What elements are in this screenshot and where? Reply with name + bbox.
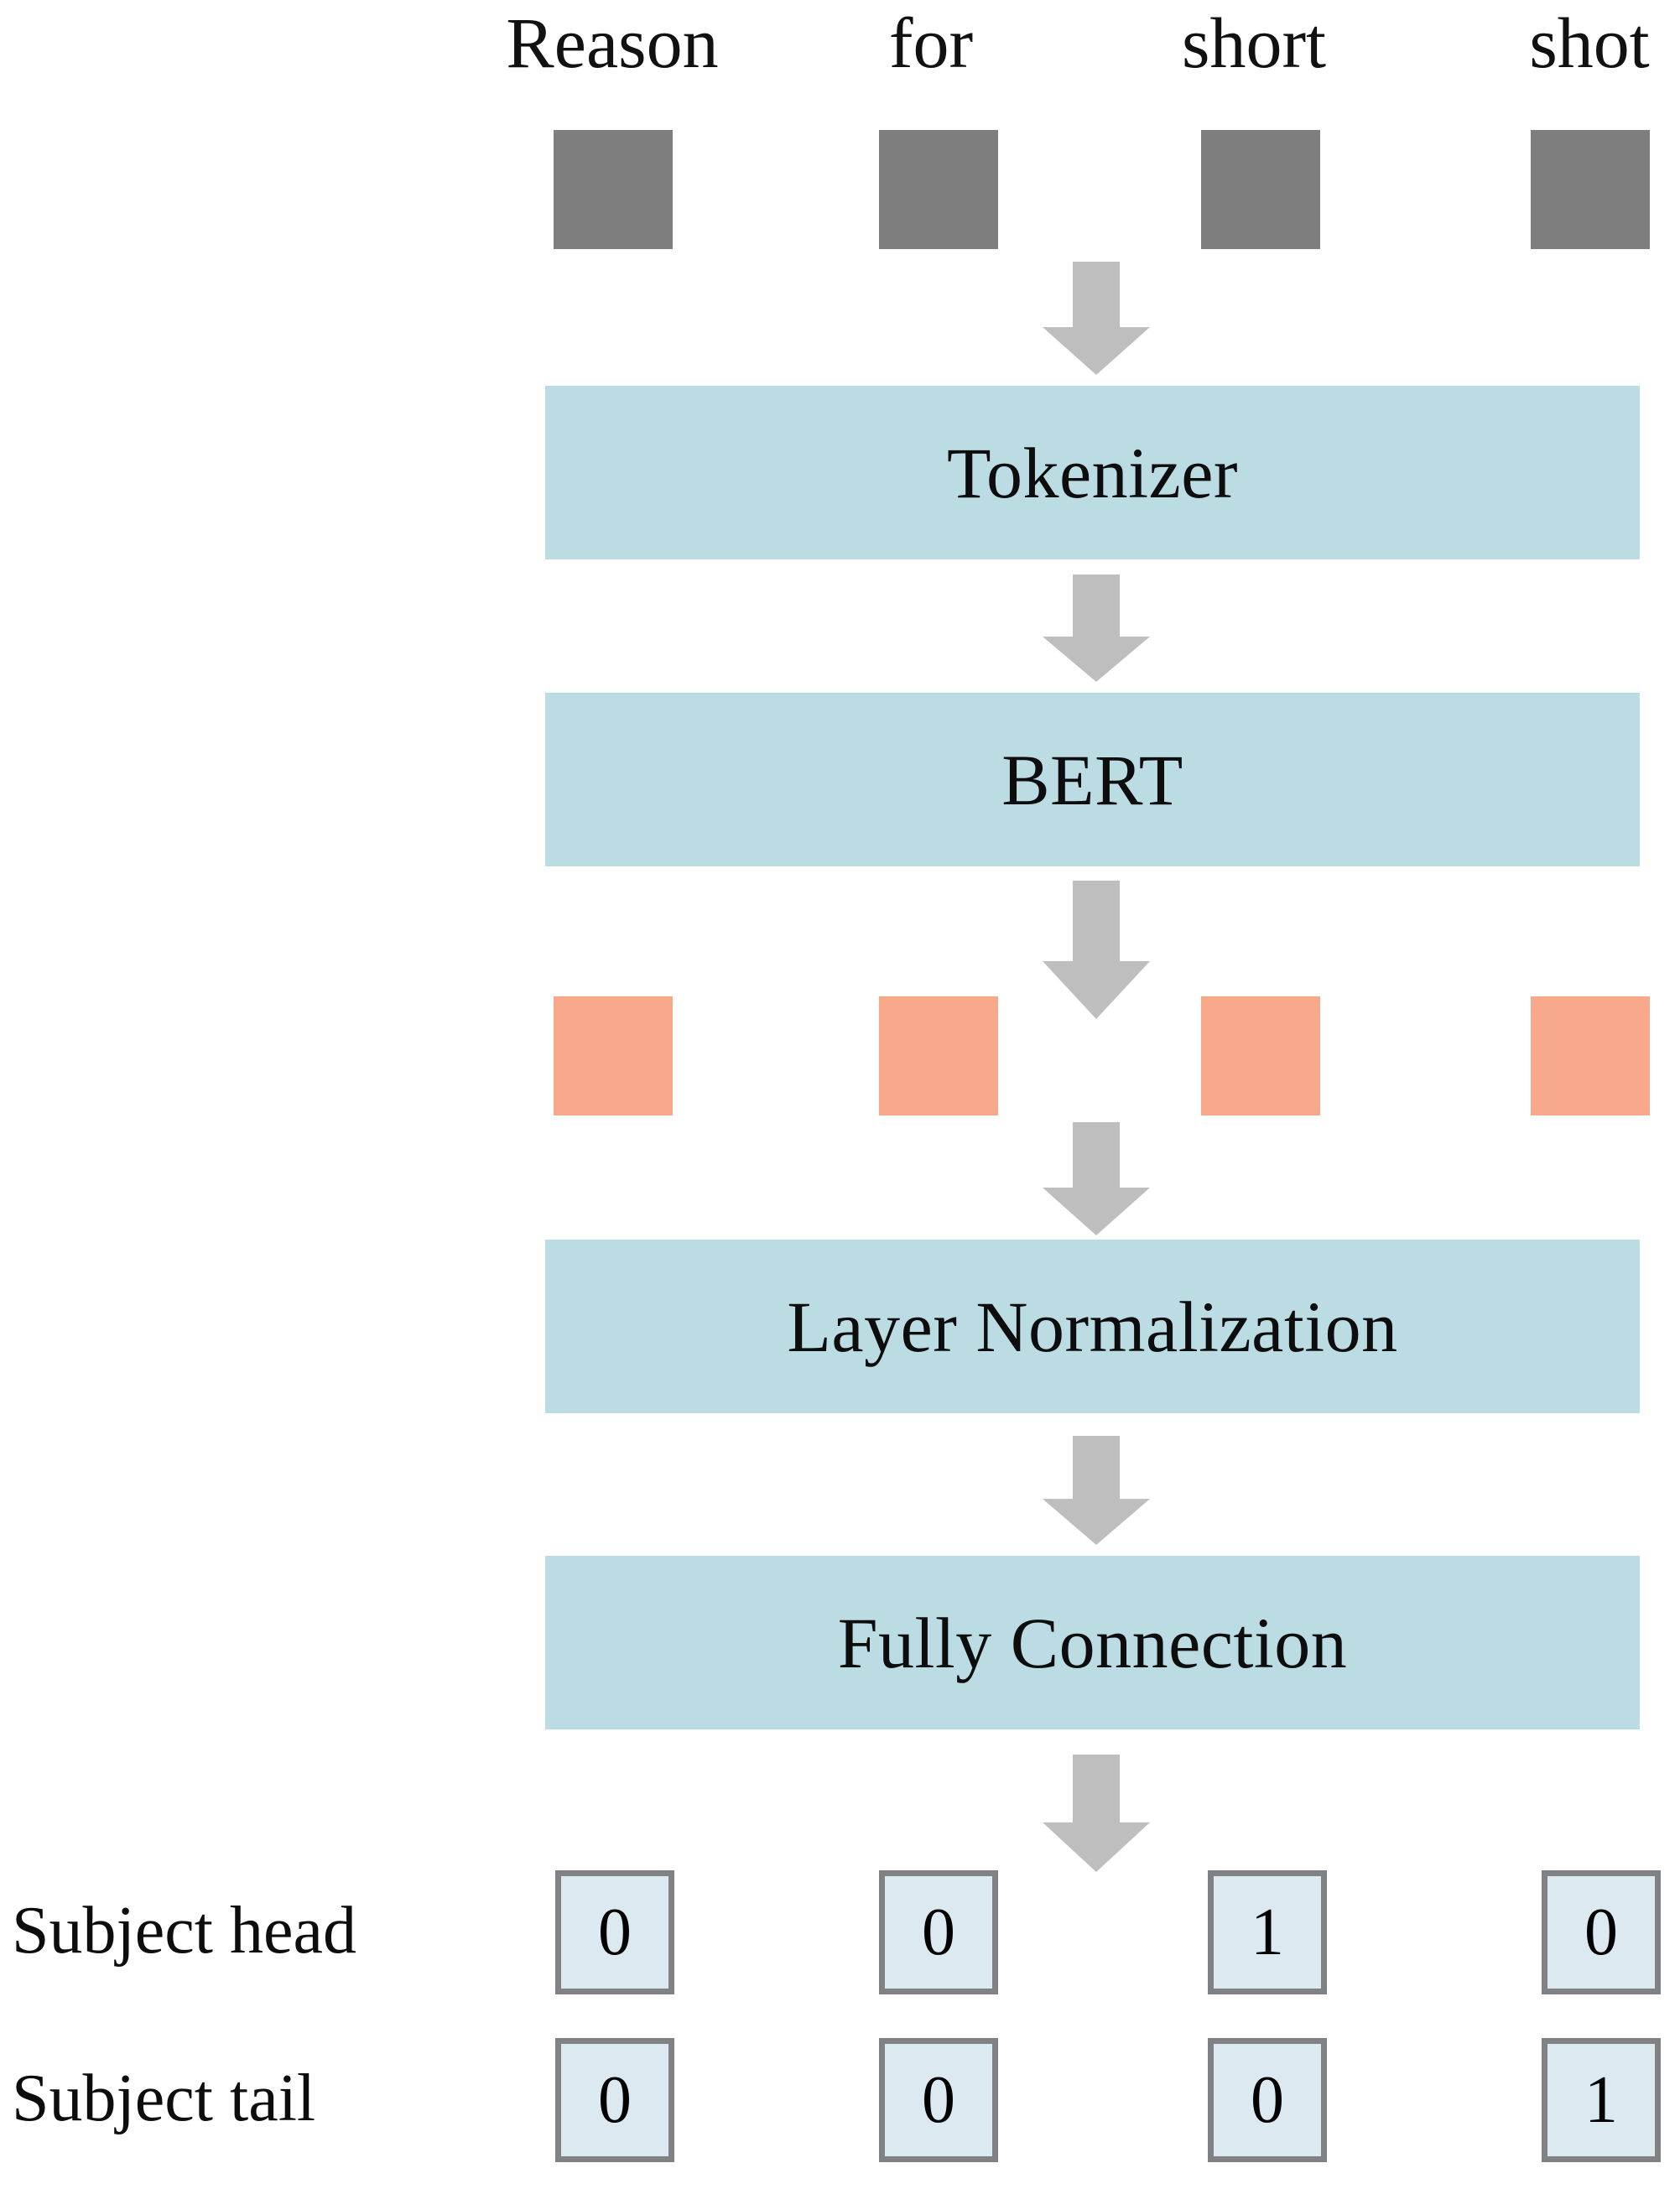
token-label-0: Reason xyxy=(506,3,719,83)
process-box-bert: BERT xyxy=(545,693,1640,866)
process-box-tokenizer-label: Tokenizer xyxy=(946,432,1239,513)
down-block-arrow-icon-4 xyxy=(1043,1122,1150,1235)
down-block-arrow-icon-5 xyxy=(1043,1436,1150,1545)
down-block-arrow-icon-6 xyxy=(1043,1755,1150,1872)
output-cell-head-0: 0 xyxy=(555,1870,674,1994)
down-block-arrow-icon-3 xyxy=(1043,881,1150,1019)
token-square-3 xyxy=(1531,130,1650,249)
output-cell-head-1-value: 0 xyxy=(922,1895,955,1969)
output-cell-tail-2-value: 0 xyxy=(1251,2063,1284,2137)
output-cell-tail-3: 1 xyxy=(1542,2038,1661,2162)
process-box-fully-connection: Fully Connection xyxy=(545,1556,1640,1729)
down-block-arrow-icon-2 xyxy=(1043,575,1150,682)
embedding-square-1 xyxy=(879,996,998,1115)
process-box-fully-connection-label: Fully Connection xyxy=(837,1602,1348,1683)
process-box-bert-label: BERT xyxy=(1001,739,1183,820)
token-square-2 xyxy=(1201,130,1320,249)
embedding-square-3 xyxy=(1531,996,1650,1115)
embedding-square-0 xyxy=(554,996,673,1115)
output-cell-head-1: 0 xyxy=(879,1870,998,1994)
token-label-1: for xyxy=(888,3,974,83)
token-label-3: shot xyxy=(1529,3,1650,83)
output-cell-head-2: 1 xyxy=(1208,1870,1327,1994)
down-block-arrow-icon-1 xyxy=(1043,262,1150,375)
token-label-2: short xyxy=(1182,3,1326,83)
process-box-layer-normalization-label: Layer Normalization xyxy=(787,1286,1398,1367)
output-cell-head-2-value: 1 xyxy=(1251,1895,1284,1969)
output-cell-tail-3-value: 1 xyxy=(1584,2063,1618,2137)
process-box-tokenizer: Tokenizer xyxy=(545,386,1640,559)
token-square-1 xyxy=(879,130,998,249)
output-cell-tail-0-value: 0 xyxy=(598,2063,632,2137)
output-cell-tail-1-value: 0 xyxy=(922,2063,955,2137)
output-cell-tail-2: 0 xyxy=(1208,2038,1327,2162)
output-cell-head-3-value: 0 xyxy=(1584,1895,1618,1969)
process-box-layer-normalization: Layer Normalization xyxy=(545,1240,1640,1413)
output-cell-tail-0: 0 xyxy=(555,2038,674,2162)
output-row-label-subject-head: Subject head xyxy=(12,1894,356,1968)
output-cell-tail-1: 0 xyxy=(879,2038,998,2162)
output-cell-head-0-value: 0 xyxy=(598,1895,632,1969)
output-row-label-subject-tail: Subject tail xyxy=(12,2062,316,2135)
token-square-0 xyxy=(554,130,673,249)
embedding-square-2 xyxy=(1201,996,1320,1115)
output-cell-head-3: 0 xyxy=(1542,1870,1661,1994)
